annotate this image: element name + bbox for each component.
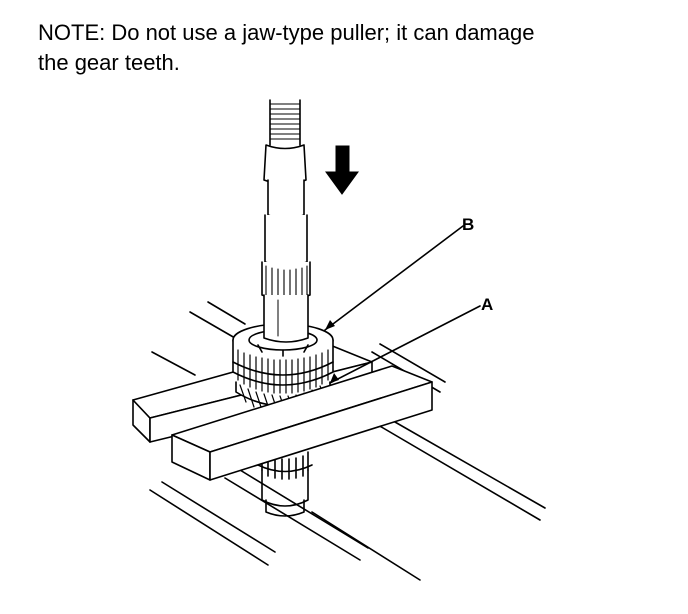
callout-label-a: A bbox=[481, 295, 493, 314]
callout-leader-a bbox=[329, 305, 481, 384]
callout-arrowhead-b bbox=[325, 320, 335, 330]
arrow-down-icon bbox=[325, 145, 359, 195]
support-block-front bbox=[171, 365, 433, 481]
note-line-2: the gear teeth. bbox=[38, 50, 180, 75]
note-line-1: NOTE: Do not use a jaw-type puller; it c… bbox=[38, 20, 535, 45]
callout-arrowhead-a bbox=[330, 373, 339, 383]
shaft-upper bbox=[261, 99, 311, 343]
callout-label-b: B bbox=[462, 215, 474, 234]
note-text: NOTE: Do not use a jaw-type puller; it c… bbox=[38, 18, 658, 78]
callout-leader-b bbox=[324, 225, 464, 331]
